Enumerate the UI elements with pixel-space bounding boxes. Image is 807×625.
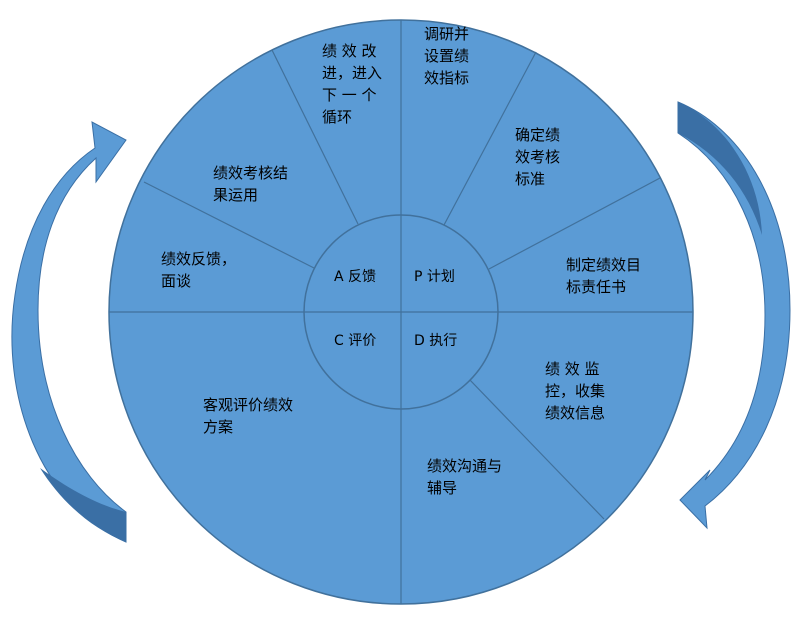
divider-upper-left-2 — [143, 181, 315, 269]
divider-upper-right-1 — [443, 51, 537, 226]
segment-research-label: 调研并 设置绩 效指标 — [424, 25, 470, 87]
divider-upper-left-1 — [271, 49, 359, 225]
core-plan-label: P 计划 — [414, 269, 455, 285]
segment-responsibility-label: 制定绩效目 标责任书 — [566, 256, 642, 296]
divider-lower-right — [468, 378, 605, 520]
segment-apply-label: 绩效考核结 果运用 — [213, 164, 289, 204]
segment-evaluate-label: 客观评价绩效 方案 — [203, 396, 294, 436]
left-cycle-arrow-shade — [40, 468, 126, 542]
core-do-label: D 执行 — [414, 333, 458, 349]
left-cycle-arrow — [11, 121, 127, 543]
segment-monitor-label: 绩 效 监 控，收集 绩效信息 — [545, 360, 606, 422]
segment-feedback-label: 绩效反馈， 面谈 — [161, 250, 237, 290]
core-dividers — [304, 215, 498, 409]
core-act-label: A 反馈 — [334, 269, 377, 285]
segment-standard-label: 确定绩 效考核 标准 — [515, 126, 561, 188]
core-check-label: C 评价 — [334, 333, 377, 349]
segment-communicate-label: 绩效沟通与 辅导 — [427, 457, 503, 497]
right-cycle-arrow — [677, 101, 791, 530]
divider-upper-right-2 — [488, 177, 661, 270]
right-cycle-arrow-shade — [678, 102, 762, 235]
segment-improve-label: 绩 效 改 进，进入 下 一 个 循环 — [322, 42, 383, 126]
segment-dividers — [109, 20, 693, 604]
